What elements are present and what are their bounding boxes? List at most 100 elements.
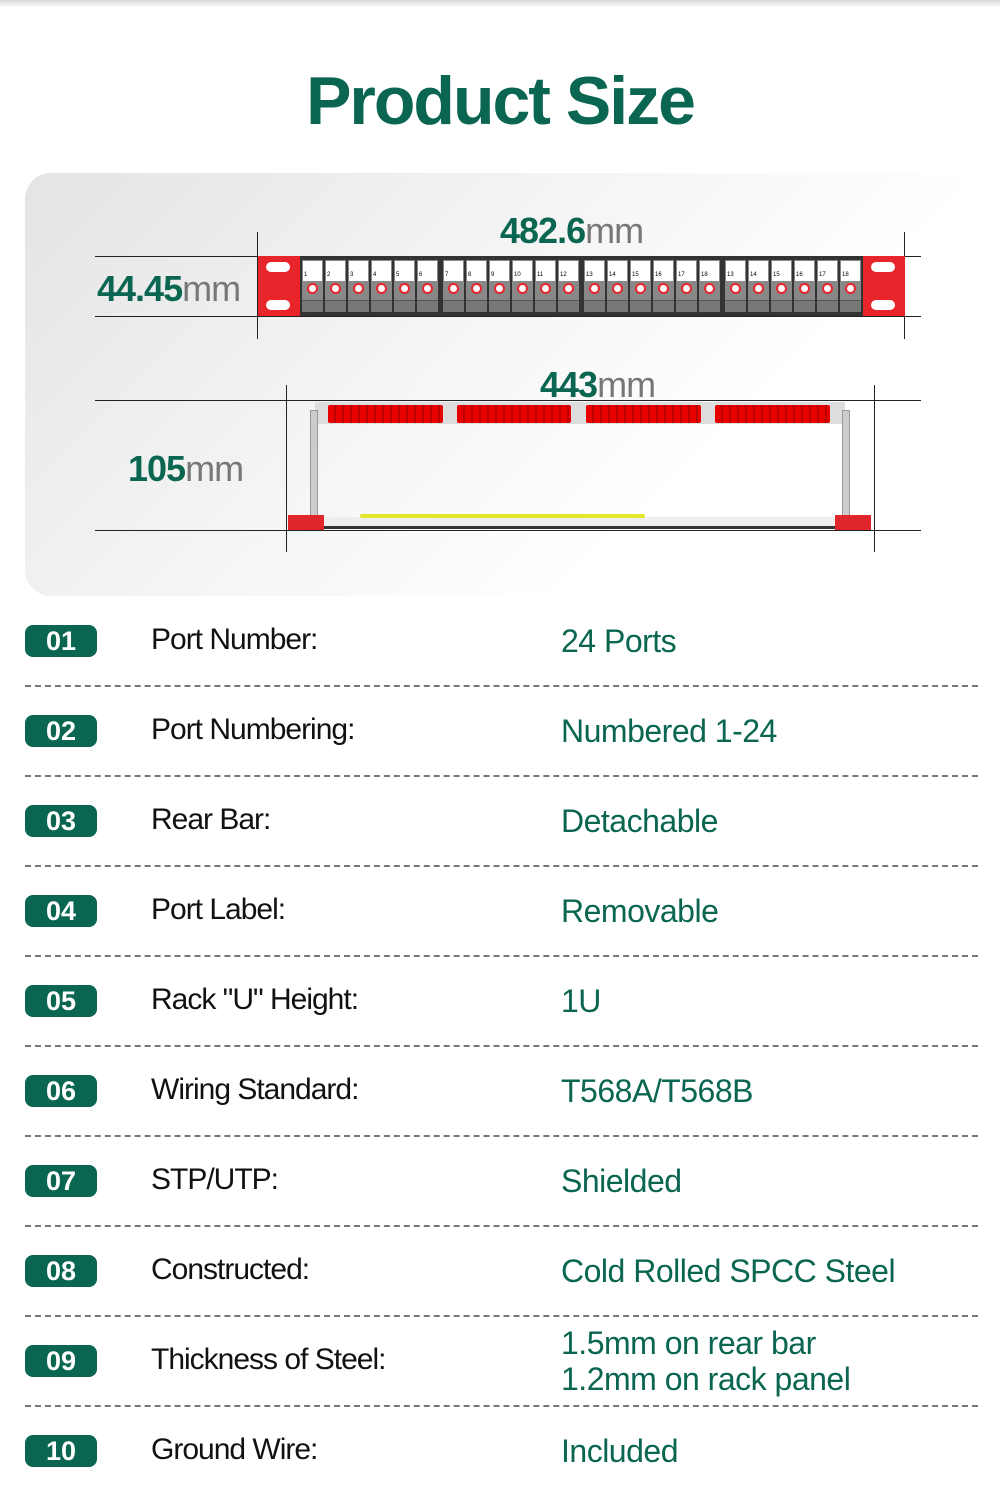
dim-line	[95, 400, 921, 401]
top-shade	[0, 0, 1000, 8]
spec-label: Port Number:	[151, 623, 318, 656]
keystone-icon	[681, 283, 692, 294]
port-base	[535, 300, 556, 312]
spec-value: Removable	[561, 893, 719, 929]
divider	[25, 1135, 978, 1137]
keystone-icon	[704, 283, 715, 294]
port-label: 13	[585, 261, 604, 281]
port: 10	[512, 260, 533, 312]
port-base	[348, 300, 369, 312]
keystone-icon	[799, 283, 810, 294]
divider	[25, 955, 978, 957]
keystone-icon	[422, 283, 433, 294]
port-label: 10	[513, 261, 532, 281]
dim-line	[95, 316, 921, 317]
ground-wire	[360, 514, 645, 518]
keystone-group	[457, 405, 571, 423]
port-base	[302, 300, 323, 312]
spec-value: Detachable	[561, 803, 718, 839]
keystone-icon	[589, 283, 600, 294]
port-base	[417, 300, 438, 312]
port: 13	[725, 260, 746, 312]
rack-ear-right	[863, 256, 905, 316]
width-dimension: 482.6mm	[500, 210, 644, 251]
divider	[25, 1225, 978, 1227]
port-base	[512, 300, 533, 312]
port-base	[584, 300, 605, 312]
dim-line	[286, 385, 287, 552]
port-base	[607, 300, 628, 312]
port-base	[466, 300, 487, 312]
keystone-icon	[494, 283, 505, 294]
ear-right	[835, 515, 871, 530]
divider	[25, 1315, 978, 1317]
spec-label: Port Label:	[151, 893, 286, 926]
port-base	[558, 300, 579, 312]
keystone-icon	[658, 283, 669, 294]
port-base	[748, 300, 769, 312]
port: 18	[699, 260, 720, 312]
port-label: 2	[326, 261, 345, 281]
port: 12	[558, 260, 579, 312]
port-label: 12	[559, 261, 578, 281]
port-label: 15	[631, 261, 650, 281]
port-label: 18	[700, 261, 719, 281]
keystone-icon	[730, 283, 741, 294]
port-base	[653, 300, 674, 312]
spec-row: 03 Rear Bar: Detachable	[0, 776, 1000, 867]
port: 16	[653, 260, 674, 312]
port-label: 13	[726, 261, 745, 281]
port: 13	[584, 260, 605, 312]
port-label: 16	[795, 261, 814, 281]
port: 15	[630, 260, 651, 312]
keystone-icon	[845, 283, 856, 294]
port: 11	[535, 260, 556, 312]
keystone-group	[328, 405, 443, 423]
spec-value: Shielded	[561, 1163, 682, 1199]
port: 7	[443, 260, 464, 312]
spec-label: Rear Bar:	[151, 803, 271, 836]
spec-number-badge: 02	[25, 715, 97, 747]
port-base	[840, 300, 861, 312]
port-label: 6	[418, 261, 437, 281]
rear-bar	[315, 402, 845, 424]
spec-label: Port Numbering:	[151, 713, 355, 746]
bar-arm-right	[842, 410, 850, 520]
port-base	[817, 300, 838, 312]
depth-dimension: 105mm	[128, 448, 244, 489]
port-label: 7	[444, 261, 463, 281]
spec-value-line2: 1.2mm on rack panel	[561, 1361, 851, 1397]
port-base	[794, 300, 815, 312]
inner-width-dimension: 443mm	[540, 364, 656, 405]
port-base	[489, 300, 510, 312]
spec-number-badge: 05	[25, 985, 97, 1017]
port: 16	[794, 260, 815, 312]
spec-row: 06 Wiring Standard: T568A/T568B	[0, 1046, 1000, 1137]
port-label: 8	[467, 261, 486, 281]
port-base	[371, 300, 392, 312]
spec-label: Constructed:	[151, 1253, 310, 1286]
height-dimension: 44.45mm	[97, 268, 241, 309]
spec-value: T568A/T568B	[561, 1073, 753, 1109]
keystone-icon	[776, 283, 787, 294]
keystone-icon	[448, 283, 459, 294]
port: 17	[676, 260, 697, 312]
port: 4	[371, 260, 392, 312]
spec-number-badge: 06	[25, 1075, 97, 1107]
keystone-icon	[471, 283, 482, 294]
port-label: 14	[608, 261, 627, 281]
keystone-icon	[635, 283, 646, 294]
keystone-icon	[353, 283, 364, 294]
spec-number-badge: 08	[25, 1255, 97, 1287]
keystone-icon	[330, 283, 341, 294]
divider	[25, 865, 978, 867]
port: 14	[748, 260, 769, 312]
spec-label: Wiring Standard:	[151, 1073, 359, 1106]
port: 14	[607, 260, 628, 312]
port-label: 9	[490, 261, 509, 281]
port: 8	[466, 260, 487, 312]
spec-number-badge: 03	[25, 805, 97, 837]
